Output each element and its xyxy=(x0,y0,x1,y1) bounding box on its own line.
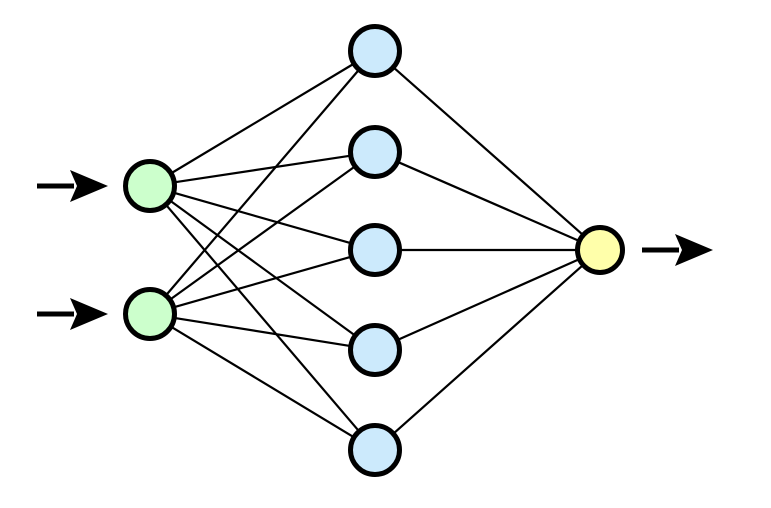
edge-input-1-to-hidden-1 xyxy=(171,63,354,174)
node-input-1[interactable] xyxy=(123,159,177,213)
node-hidden-1[interactable] xyxy=(348,24,402,78)
input-arrow-bottom-head-icon xyxy=(70,298,108,330)
nodes-group xyxy=(123,24,625,477)
input-arrow-top-head-icon xyxy=(70,170,108,202)
node-output-1[interactable] xyxy=(575,225,625,275)
edge-hidden-2-to-output-1 xyxy=(397,161,579,242)
io-arrows-group xyxy=(37,170,713,330)
node-hidden-2[interactable] xyxy=(348,125,402,179)
edge-hidden-1-to-output-1 xyxy=(393,67,584,236)
edge-input-2-to-hidden-5 xyxy=(171,326,354,438)
node-hidden-5[interactable] xyxy=(348,423,402,477)
node-hidden-3[interactable] xyxy=(348,223,402,277)
output-arrow-head-icon xyxy=(675,234,713,266)
edge-input-1-to-hidden-2 xyxy=(175,154,350,184)
edge-input-2-to-hidden-3 xyxy=(174,255,351,309)
edge-input-1-to-hidden-5 xyxy=(165,204,360,432)
input-arrow-top xyxy=(37,170,108,202)
edge-input-2-to-hidden-4 xyxy=(175,316,350,348)
edge-input-1-to-hidden-3 xyxy=(174,191,351,245)
edge-input-1-to-hidden-4 xyxy=(169,200,356,336)
edge-input-2-to-hidden-1 xyxy=(165,69,360,296)
edge-input-2-to-hidden-2 xyxy=(170,166,355,300)
output-arrow xyxy=(642,234,713,266)
node-input-2[interactable] xyxy=(123,287,177,341)
edge-hidden-4-to-output-1 xyxy=(397,258,579,341)
input-arrow-bottom xyxy=(37,298,108,330)
edges-group xyxy=(165,63,584,438)
node-hidden-4[interactable] xyxy=(348,323,402,377)
edge-hidden-5-to-output-1 xyxy=(393,264,584,434)
